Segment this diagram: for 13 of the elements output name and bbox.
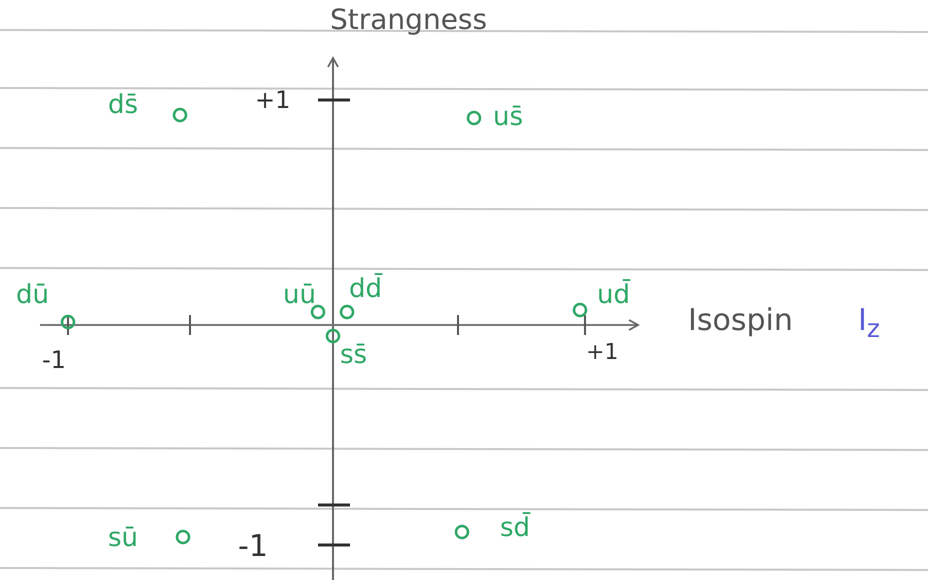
tick-label: +1 — [255, 88, 290, 112]
tick-label: +1 — [586, 342, 618, 364]
quark-pair-label: ds̄ — [108, 92, 138, 118]
quark-pair-label: ss̄ — [340, 342, 368, 368]
quark-pair-label: us̄ — [493, 104, 524, 130]
axis-symbol: I$_{z}$ — [858, 306, 880, 341]
tick-label: -1 — [238, 532, 268, 562]
tick-label: -1 — [42, 348, 66, 372]
axis-title: Strangness — [330, 6, 488, 34]
axis-title: Isospin — [688, 306, 793, 336]
quark-pair-label: dū — [16, 282, 49, 308]
quark-pair-label: uū — [283, 282, 316, 308]
quark-pair-label: sū — [108, 525, 138, 551]
